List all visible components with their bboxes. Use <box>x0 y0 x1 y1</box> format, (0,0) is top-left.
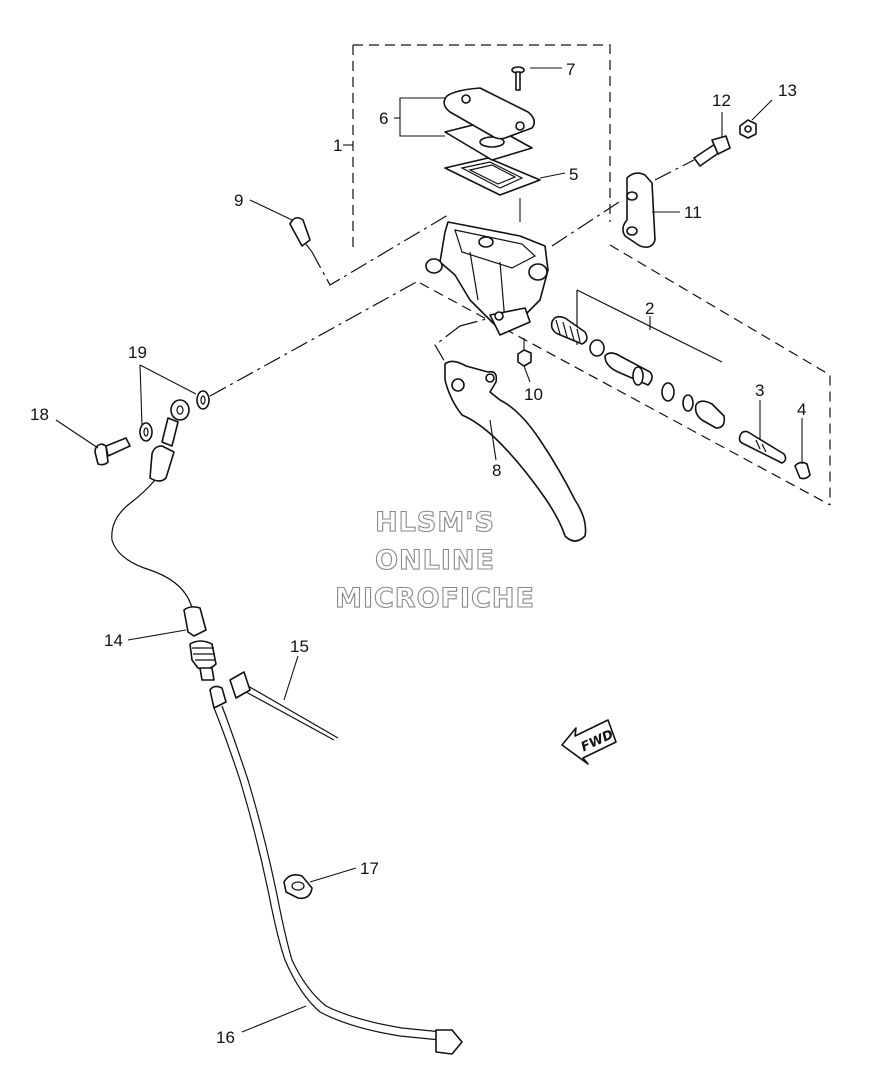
callout-12[interactable]: 12 <box>712 91 731 110</box>
callout-16[interactable]: 16 <box>216 1028 235 1047</box>
callout-3[interactable]: 3 <box>755 381 764 400</box>
copper-washer-upper[interactable] <box>196 390 210 410</box>
watermark-line-3: MICROFICHE <box>335 583 535 614</box>
callout-10[interactable]: 10 <box>524 385 543 404</box>
watermark: HLSM'S ONLINE MICROFICHE <box>335 506 535 614</box>
lever-holder[interactable] <box>551 172 656 248</box>
callout-4[interactable]: 4 <box>797 400 806 419</box>
master-cylinder-body[interactable] <box>425 221 549 336</box>
holder-bolt[interactable] <box>654 135 731 181</box>
callout-14[interactable]: 14 <box>104 631 123 650</box>
cap-screw[interactable] <box>511 66 525 91</box>
assembly-boundary-master-cylinder <box>352 44 831 506</box>
pipe-clamp[interactable] <box>283 874 313 900</box>
callout-5[interactable]: 5 <box>569 165 578 184</box>
fwd-direction-arrow: FWD <box>561 719 617 765</box>
reservoir-cap[interactable] <box>443 87 536 140</box>
callout-19[interactable]: 19 <box>128 343 147 362</box>
bleeder-part-9[interactable] <box>289 214 449 286</box>
pivot-nut[interactable] <box>517 338 532 367</box>
push-rod[interactable] <box>738 430 787 464</box>
callout-1[interactable]: 1 <box>333 136 342 155</box>
watermark-line-1: HLSM'S <box>375 507 495 538</box>
clutch-hose[interactable] <box>111 479 217 681</box>
hose-upper-fitting[interactable] <box>149 399 190 482</box>
callout-8[interactable]: 8 <box>492 461 501 480</box>
callout-2[interactable]: 2 <box>645 299 654 318</box>
callout-13[interactable]: 13 <box>778 81 797 100</box>
clutch-lever[interactable] <box>434 317 587 542</box>
callout-9[interactable]: 9 <box>234 191 243 210</box>
callout-6[interactable]: 6 <box>379 109 388 128</box>
cable-tie[interactable] <box>229 671 339 741</box>
holder-nut[interactable] <box>739 119 757 139</box>
clutch-pipe[interactable] <box>209 685 463 1055</box>
leader-lines <box>55 67 803 1033</box>
callout-labels: 1 2 3 4 5 6 7 8 9 10 11 12 13 14 15 16 1… <box>30 60 806 1047</box>
reservoir-cap-plate[interactable] <box>444 121 533 161</box>
callout-17[interactable]: 17 <box>360 859 379 878</box>
watermark-line-2: ONLINE <box>375 545 495 576</box>
callout-7[interactable]: 7 <box>566 60 575 79</box>
piston-kit[interactable] <box>550 289 726 429</box>
banjo-bolt[interactable] <box>94 437 131 466</box>
callout-18[interactable]: 18 <box>30 405 49 424</box>
reservoir-diaphragm[interactable] <box>444 157 541 222</box>
dust-boot[interactable] <box>794 461 811 480</box>
copper-washer-lower[interactable] <box>139 422 153 442</box>
callout-11[interactable]: 11 <box>684 203 702 222</box>
callout-15[interactable]: 15 <box>290 637 309 656</box>
